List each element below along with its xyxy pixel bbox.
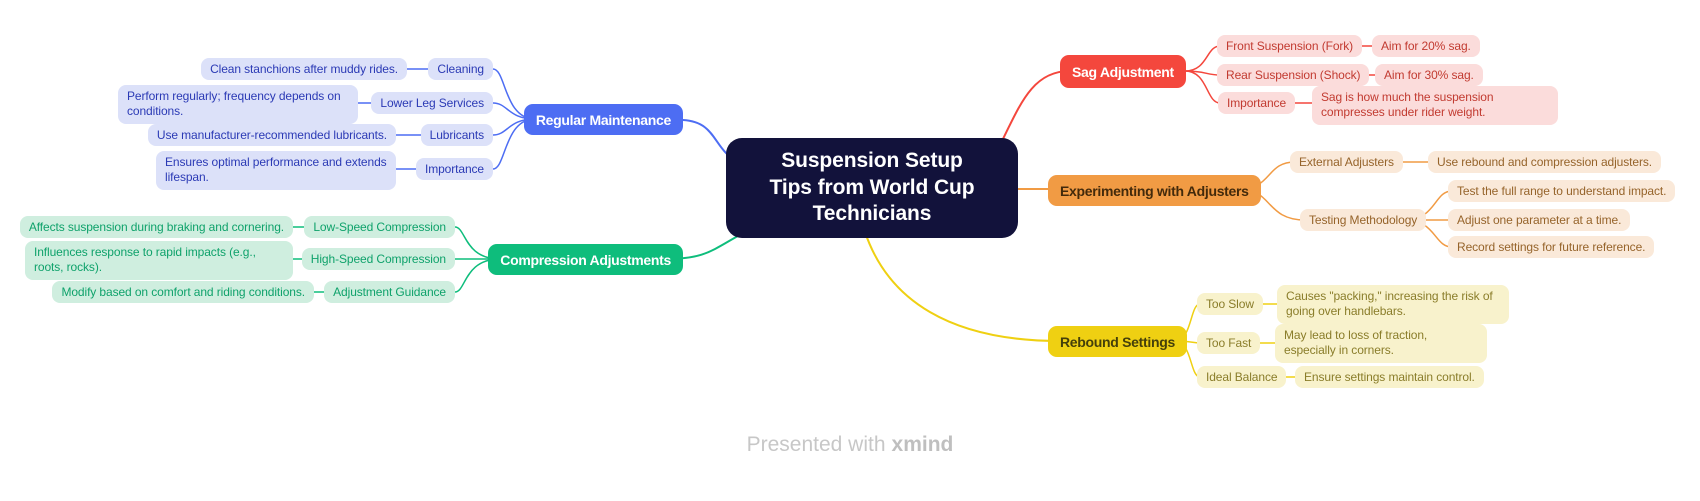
note-cleaning[interactable]: Clean stanchions after muddy rides. xyxy=(201,58,407,80)
topic-compression-adjustments[interactable]: Compression Adjustments xyxy=(488,244,683,275)
note-testing-methodology-2[interactable]: Adjust one parameter at a time. xyxy=(1448,209,1631,231)
note-rear-suspension-shock[interactable]: Aim for 30% sag. xyxy=(1375,64,1483,86)
note-too-fast[interactable]: May lead to loss of traction, especially… xyxy=(1275,324,1487,363)
note-importance-maintenance[interactable]: Ensures optimal performance and extends … xyxy=(156,151,396,190)
note-testing-methodology-1[interactable]: Test the full range to understand impact… xyxy=(1448,180,1676,202)
note-importance-sag[interactable]: Sag is how much the suspension compresse… xyxy=(1312,86,1558,125)
note-lower-leg-services[interactable]: Perform regularly; frequency depends on … xyxy=(118,85,358,124)
note-external-adjusters[interactable]: Use rebound and compression adjusters. xyxy=(1428,151,1661,173)
note-too-slow[interactable]: Causes "packing," increasing the risk of… xyxy=(1277,285,1509,324)
note-front-suspension-fork[interactable]: Aim for 20% sag. xyxy=(1372,35,1480,57)
note-adjustment-guidance[interactable]: Modify based on comfort and riding condi… xyxy=(52,281,314,303)
note-ideal-balance[interactable]: Ensure settings maintain control. xyxy=(1295,366,1484,388)
subtopic-ideal-balance[interactable]: Ideal Balance xyxy=(1197,366,1287,388)
subtopic-adjustment-guidance[interactable]: Adjustment Guidance xyxy=(324,281,455,303)
subtopic-low-speed-compression[interactable]: Low-Speed Compression xyxy=(304,216,455,238)
note-high-speed-compression[interactable]: Influences response to rapid impacts (e.… xyxy=(25,241,293,280)
central-topic-line: Tips from World Cup xyxy=(769,175,975,199)
topic-experimenting-with-adjusters[interactable]: Experimenting with Adjusters xyxy=(1048,175,1261,206)
subtopic-lower-leg-services[interactable]: Lower Leg Services xyxy=(371,92,493,114)
note-testing-methodology-3[interactable]: Record settings for future reference. xyxy=(1448,236,1655,258)
central-topic-line: Suspension Setup xyxy=(781,149,963,173)
topic-rebound-settings[interactable]: Rebound Settings xyxy=(1048,326,1187,357)
subtopic-too-fast[interactable]: Too Fast xyxy=(1197,332,1261,354)
xmind-logo-text: xmind xyxy=(891,433,954,456)
subtopic-importance-sag[interactable]: Importance xyxy=(1218,92,1296,114)
subtopic-too-slow[interactable]: Too Slow xyxy=(1197,293,1263,315)
central-topic[interactable]: Suspension Setup Tips from World Cup Tec… xyxy=(726,138,1018,238)
subtopic-cleaning[interactable]: Cleaning xyxy=(428,58,493,80)
subtopic-importance-maintenance[interactable]: Importance xyxy=(415,158,493,180)
subtopic-external-adjusters[interactable]: External Adjusters xyxy=(1290,151,1403,173)
topic-sag-adjustment[interactable]: Sag Adjustment xyxy=(1060,55,1186,88)
note-low-speed-compression[interactable]: Affects suspension during braking and co… xyxy=(19,216,293,238)
subtopic-rear-suspension-shock[interactable]: Rear Suspension (Shock) xyxy=(1217,64,1370,86)
subtopic-high-speed-compression[interactable]: High-Speed Compression xyxy=(301,248,455,270)
watermark-text: Presented with xyxy=(746,433,886,456)
subtopic-testing-methodology[interactable]: Testing Methodology xyxy=(1300,209,1427,231)
topic-regular-maintenance[interactable]: Regular Maintenance xyxy=(523,104,683,135)
subtopic-lubricants[interactable]: Lubricants xyxy=(420,124,493,146)
note-lubricants[interactable]: Use manufacturer-recommended lubricants. xyxy=(147,124,396,146)
central-topic-line: Technicians xyxy=(812,202,932,226)
subtopic-front-suspension-fork[interactable]: Front Suspension (Fork) xyxy=(1217,35,1363,57)
